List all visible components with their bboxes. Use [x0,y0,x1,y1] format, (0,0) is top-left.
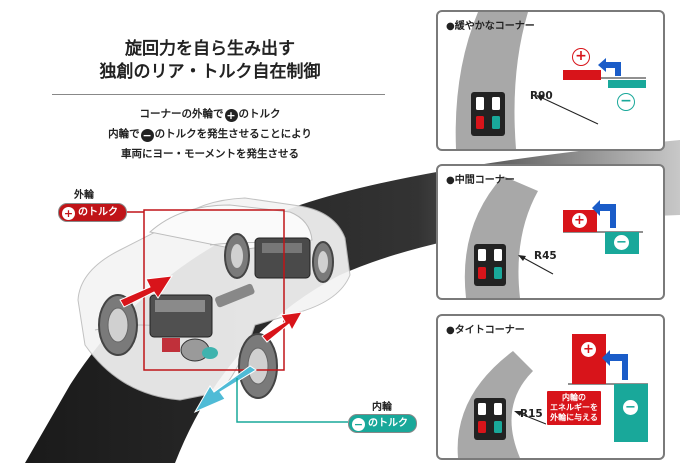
panel-gentle-corner: ●緩やかなコーナー R90 + − [436,10,665,151]
note-line-1: 内輪の [562,393,586,402]
plus-icon: + [572,48,590,66]
description-line-3: 車両にヨー・モーメントを発生させる [120,148,300,160]
panel-title: ●タイトコーナー [446,325,525,336]
inner-wheel-label: 内輪 [372,402,392,413]
minus-icon: − [614,235,629,250]
minus-icon: − [617,93,635,111]
corner-road-gentle [455,12,646,149]
radius-label: R45 [534,250,557,262]
page-title: 旋回力を自ら生み出す 独創のリア・トルク自在制御 [60,38,360,84]
description-line-2: 内輪で−のトルクを発生させることにより [60,124,360,144]
wheels [98,233,334,399]
description-line-2-a: 内輪で [108,128,140,140]
panel-medium-corner: ●中間コーナー R45 + − [436,164,665,300]
energy-transfer-note: 内輪の エネルギーを 外輪に与える [546,390,602,426]
minus-icon: − [623,400,638,415]
description-line-2-b: のトルクを発生させることにより [154,128,312,140]
panel-title: ●緩やかなコーナー [446,21,535,32]
outer-wheel-label: 外輪 [74,190,94,201]
description-line-1: コーナーの外輪で+のトルク [60,104,360,124]
radius-label: R90 [530,90,553,102]
outer-wheel-badge-text: のトルク [78,207,118,218]
outer-rear-plus-arrow [261,311,303,343]
plus-icon: + [62,207,75,220]
minus-icon: − [140,129,154,142]
radius-label: R15 [520,408,543,420]
description: コーナーの外輪で+のトルク 内輪で−のトルクを発生させることにより 車両にヨー・… [60,104,360,164]
outer-wheel-torque-badge: +のトルク [58,203,127,222]
title-line-2: 独創のリア・トルク自在制御 [99,62,321,82]
drivetrain [149,237,311,362]
description-line-1-a: コーナーの外輪で [139,108,224,120]
panel-tight-corner: ●タイトコーナー R15 + − 内輪の エネルギーを 外輪に与える [436,314,665,460]
plus-icon: + [224,109,238,122]
panel-title: ●中間コーナー [446,175,515,186]
inner-minus-arrow [193,365,257,414]
plus-icon: + [581,342,596,357]
outer-front-plus-arrow [119,275,173,308]
description-line-1-b: のトルク [238,108,281,120]
inner-wheel-torque-badge: −のトルク [348,414,417,433]
corner-road-tight [457,334,648,458]
plus-icon: + [572,213,587,228]
note-line-2: エネルギーを [550,403,598,412]
note-line-3: 外輪に与える [550,413,598,422]
title-divider [52,94,385,95]
inner-wheel-badge-text: のトルク [368,418,408,429]
minus-icon: − [352,418,365,431]
title-line-1: 旋回力を自ら生み出す [125,39,295,59]
